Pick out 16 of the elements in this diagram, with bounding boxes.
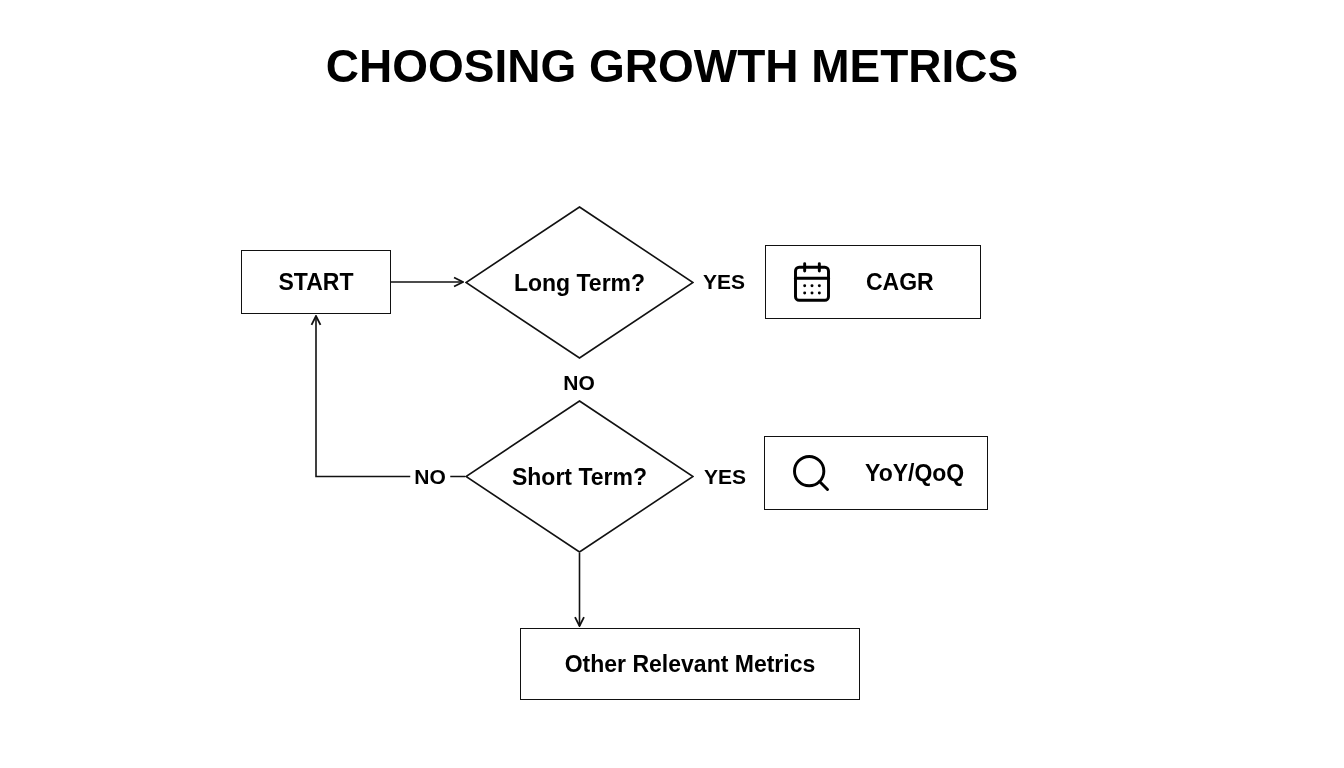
title: CHOOSING GROWTH METRICS: [324, 39, 1020, 94]
arrow: [574, 552, 585, 627]
branch-label: YES: [703, 269, 745, 295]
process-box: [241, 250, 391, 314]
arrow: [390, 276, 464, 288]
node-text: YoY/QoQ: [865, 459, 965, 487]
node-text: START: [278, 268, 354, 296]
process-box: [765, 245, 981, 319]
process-box: [520, 628, 860, 700]
branch-label: NO: [563, 370, 595, 396]
decision-text: Long Term?: [513, 268, 646, 297]
process-box: [764, 436, 988, 510]
branch-label: YES: [704, 464, 746, 490]
node-text: Other Relevant Metrics: [564, 650, 816, 678]
decision-text: Short Term?: [512, 462, 647, 491]
node-text: CAGR: [866, 268, 934, 296]
